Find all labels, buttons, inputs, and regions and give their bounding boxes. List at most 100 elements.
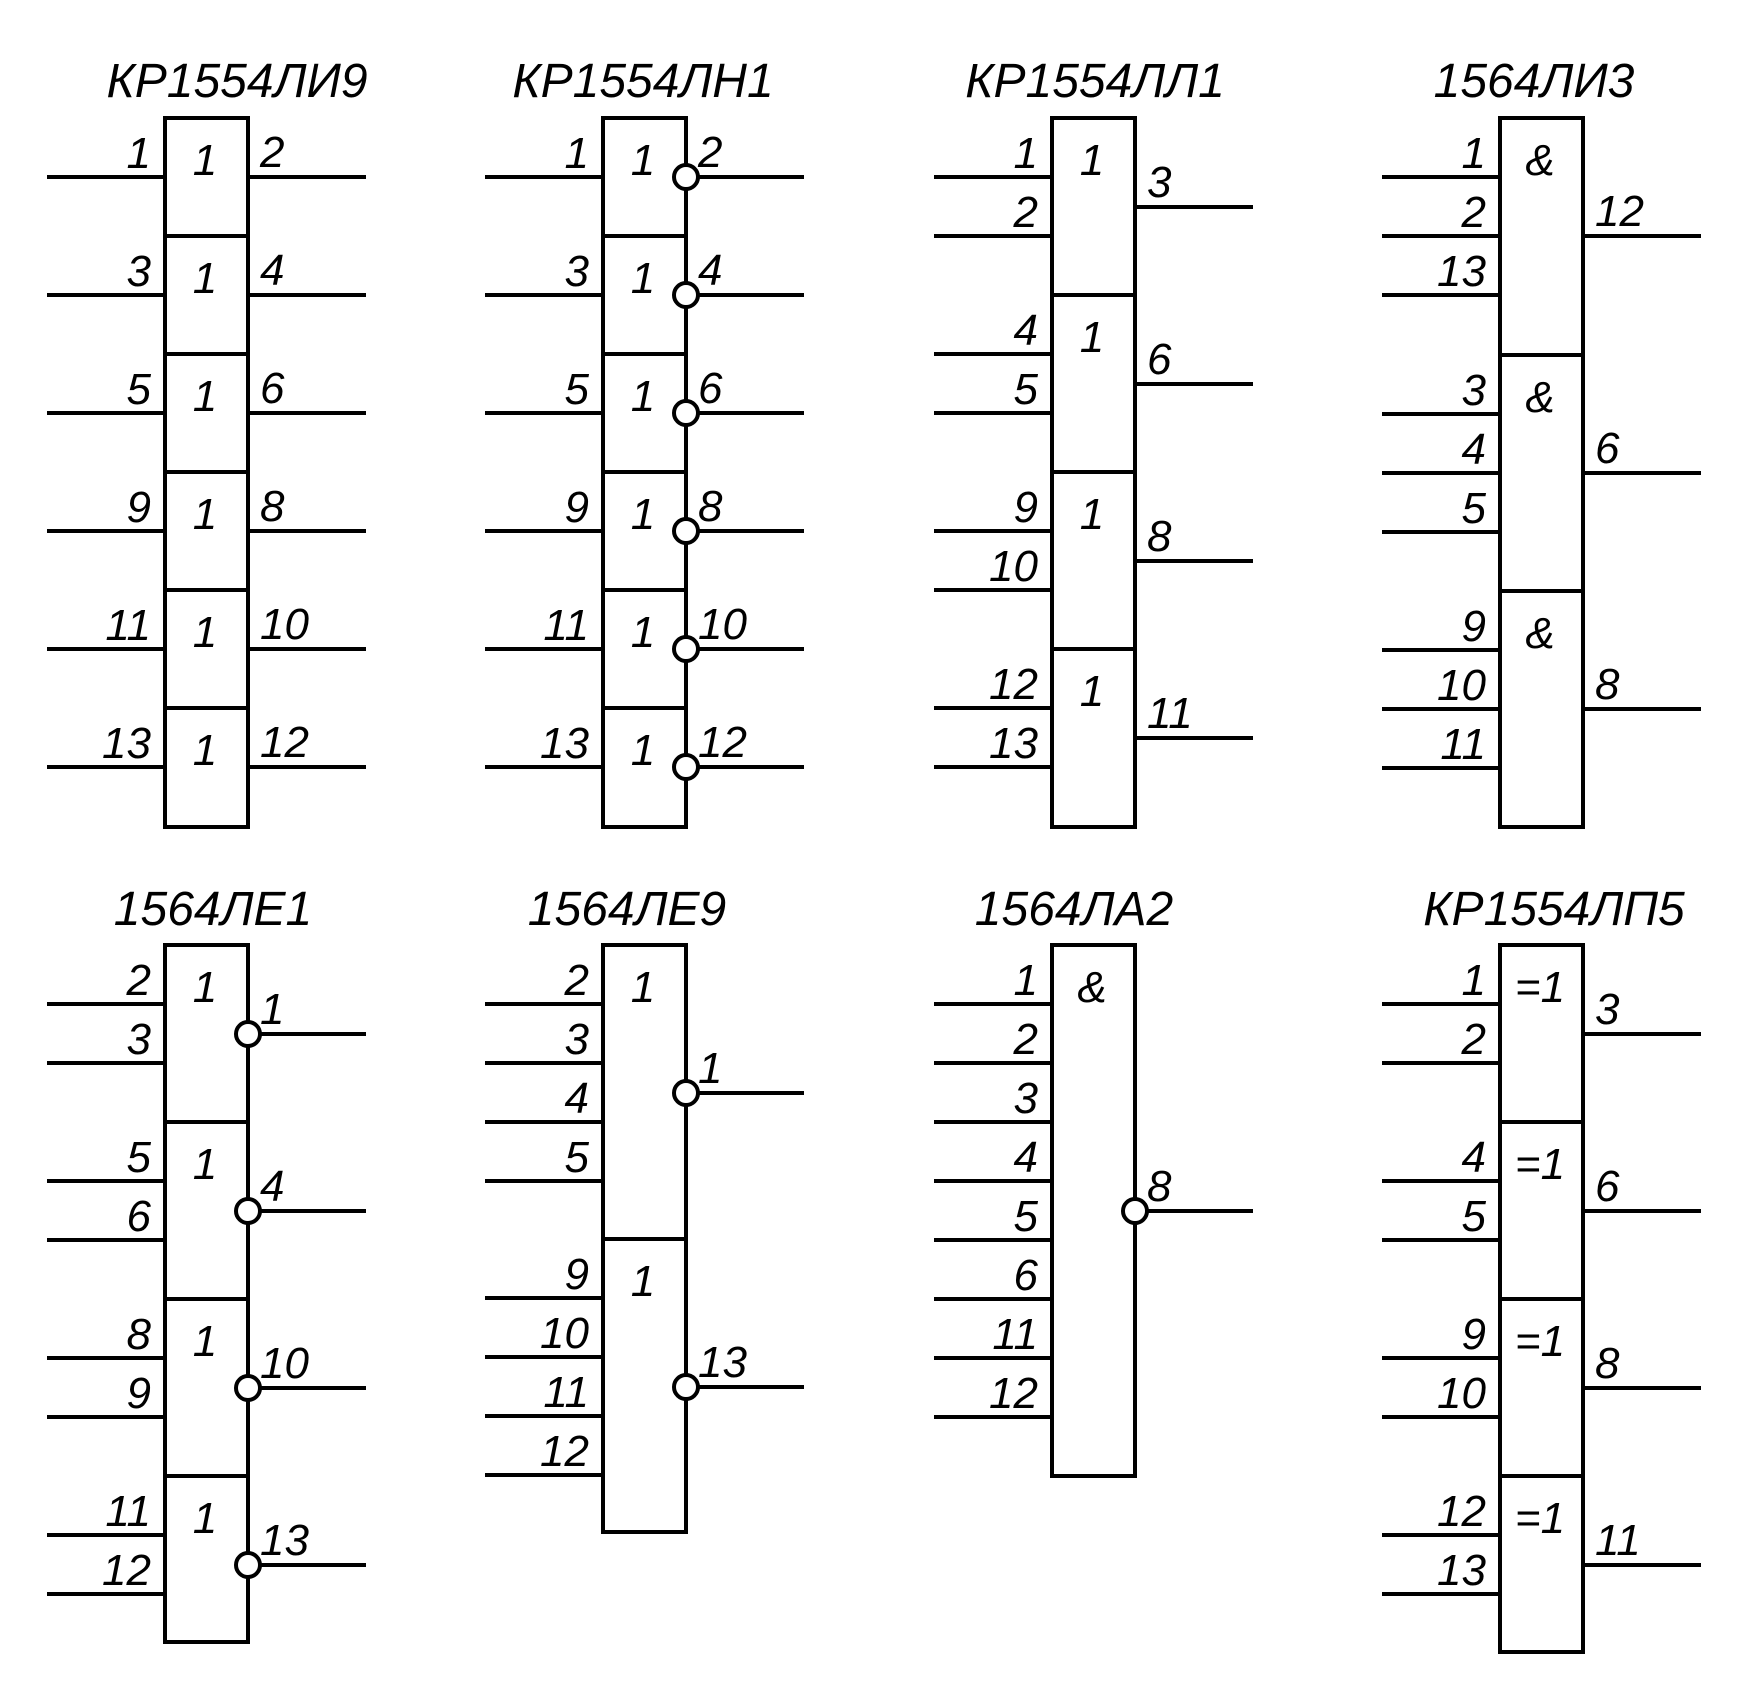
output-pin-number: 8: [1147, 1162, 1172, 1211]
input-pin-number: 2: [1013, 1015, 1038, 1064]
input-pin-number: 13: [1437, 247, 1486, 296]
inversion-bubble: [672, 399, 700, 427]
gate-function-symbol: 1: [193, 1140, 217, 1189]
input-pin-number: 12: [102, 1546, 151, 1595]
input-pin-number: 13: [1437, 1546, 1486, 1595]
gate-function-symbol: 1: [193, 372, 217, 421]
gate-function-symbol: &: [1525, 609, 1554, 658]
input-pin-number: 10: [1437, 661, 1486, 710]
output-pin-number: 11: [1147, 689, 1193, 738]
input-pin-number: 3: [565, 247, 590, 296]
output-pin-number: 6: [1595, 424, 1620, 473]
input-pin-number: 4: [1462, 425, 1486, 474]
output-pin-number: 8: [1595, 1339, 1620, 1388]
input-pin-number: 5: [1462, 484, 1487, 533]
input-pin-number: 4: [1462, 1133, 1486, 1182]
input-pin-number: 5: [565, 365, 590, 414]
input-pin-number: 5: [1014, 1192, 1039, 1241]
input-pin-number: 12: [540, 1427, 589, 1476]
input-pin-number: 4: [1014, 1133, 1038, 1182]
input-pin-number: 5: [127, 365, 152, 414]
input-pin-number: 5: [565, 1133, 590, 1182]
input-pin-number: 11: [543, 1368, 589, 1417]
input-pin-number: 4: [565, 1074, 589, 1123]
input-pin-number: 12: [1437, 1487, 1486, 1536]
chip-title: КР1554ЛН1: [512, 55, 773, 108]
gate-function-symbol: 1: [631, 136, 655, 185]
inversion-bubble: [234, 1020, 262, 1048]
input-pin-number: 13: [989, 719, 1038, 768]
input-pin-number: 1: [1014, 956, 1038, 1005]
input-pin-number: 9: [127, 483, 151, 532]
gate-function-symbol: 1: [631, 490, 655, 539]
output-pin-number: 13: [260, 1516, 309, 1565]
output-pin-number: 6: [1595, 1162, 1620, 1211]
input-pin-number: 10: [1437, 1369, 1486, 1418]
gate-unit: =1 4 5 6: [1382, 1120, 1701, 1242]
inversion-bubble: [672, 1373, 700, 1401]
gate-function-symbol: =1: [1515, 1140, 1565, 1189]
gate-function-symbol: &: [1077, 963, 1106, 1012]
chip-body: [163, 943, 250, 1644]
input-pin-number: 11: [1440, 720, 1486, 769]
input-pin-number: 1: [127, 129, 151, 178]
gate-function-symbol: 1: [193, 608, 217, 657]
output-pin-number: 8: [1147, 512, 1172, 561]
gate-function-symbol: 1: [193, 490, 217, 539]
input-pin-number: 1: [1462, 129, 1486, 178]
input-pin-number: 5: [127, 1133, 152, 1182]
input-pin-number: 3: [565, 1015, 590, 1064]
input-pin-number: 10: [989, 542, 1038, 591]
input-pin-number: 2: [1461, 188, 1486, 237]
output-pin-number: 10: [698, 600, 747, 649]
gate-function-symbol: 1: [631, 372, 655, 421]
input-pin-number: 2: [1013, 188, 1038, 237]
gate-unit: 1564: [47, 1120, 366, 1242]
input-pin-number: 2: [1461, 1015, 1486, 1064]
inversion-bubble: [672, 635, 700, 663]
gate-function-symbol: 1: [1080, 490, 1104, 539]
gate-function-symbol: 1: [193, 136, 217, 185]
gate-function-symbol: &: [1525, 136, 1554, 185]
input-pin-number: 5: [1462, 1192, 1487, 1241]
inversion-bubble: [672, 281, 700, 309]
input-pin-number: 9: [1462, 1310, 1486, 1359]
output-pin-number: 4: [260, 1162, 284, 1211]
output-pin-number: 8: [1595, 660, 1620, 709]
input-pin-number: 1: [565, 129, 589, 178]
gate-function-symbol: 1: [1080, 136, 1104, 185]
input-pin-number: 12: [989, 660, 1038, 709]
output-pin-number: 11: [1595, 1516, 1641, 1565]
gate-function-symbol: 1: [1080, 667, 1104, 716]
input-pin-number: 9: [565, 1250, 589, 1299]
chip-title: КР1554ЛЛ1: [965, 55, 1225, 108]
gate-function-symbol: 1: [193, 254, 217, 303]
input-pin-number: 3: [127, 1015, 152, 1064]
input-pin-number: 9: [127, 1369, 151, 1418]
output-pin-number: 1: [260, 985, 284, 1034]
gate-function-symbol: 1: [193, 1317, 217, 1366]
chip-title: 1564ЛА2: [975, 883, 1173, 936]
gate-function-symbol: 1: [631, 963, 655, 1012]
gate-function-symbol: 1: [193, 1494, 217, 1543]
input-pin-number: 10: [540, 1309, 589, 1358]
